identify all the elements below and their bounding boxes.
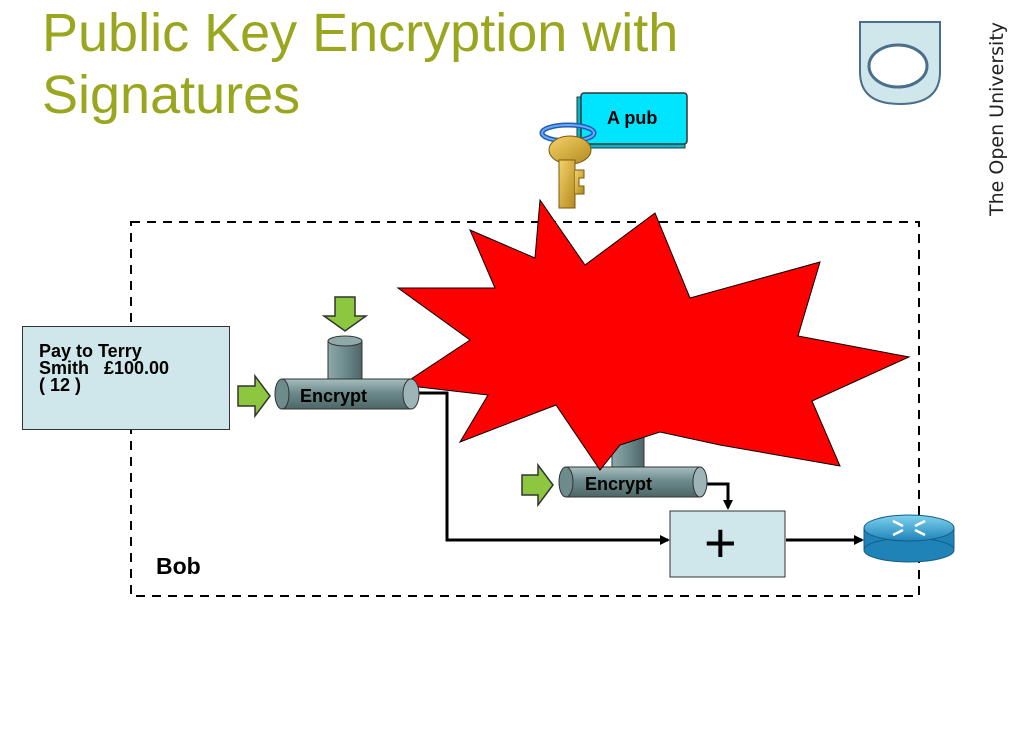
message-line-1: Pay to Terry: [39, 341, 142, 361]
connector-encrypt2-to-combiner: [703, 482, 733, 510]
title-line-1: Public Key Encryption with: [42, 3, 679, 63]
connector-encrypt1-to-combiner: [418, 391, 670, 545]
router-icon: [863, 514, 955, 563]
combiner-box: [669, 510, 786, 578]
starburst-shape: [396, 198, 911, 471]
bob-label: Bob: [156, 553, 201, 579]
key-icon: [539, 122, 597, 209]
encrypt-label-1: Encrypt: [300, 386, 368, 406]
title-line-2: Signatures: [42, 65, 301, 125]
input-arrow-right-2: [521, 462, 554, 508]
key-tag: [576, 92, 688, 149]
open-university-shield-logo-icon: [859, 21, 941, 106]
encrypt-pipe-1: [274, 335, 420, 410]
message-line-2: Smith £100.00: [39, 358, 170, 378]
message-line-3: ( 12 ): [39, 375, 82, 395]
slide-title: Public Key Encryption with Signatures: [42, 2, 802, 126]
input-arrow-down: [321, 296, 369, 332]
message-box: Pay to Terry Smith £100.00 ( 12 ): [22, 326, 230, 430]
input-arrow-right-1: [237, 373, 271, 419]
combiner-plus: +: [704, 511, 737, 574]
key-tag-label: A pub: [607, 108, 658, 128]
encrypt-label-2: Encrypt: [585, 474, 653, 494]
